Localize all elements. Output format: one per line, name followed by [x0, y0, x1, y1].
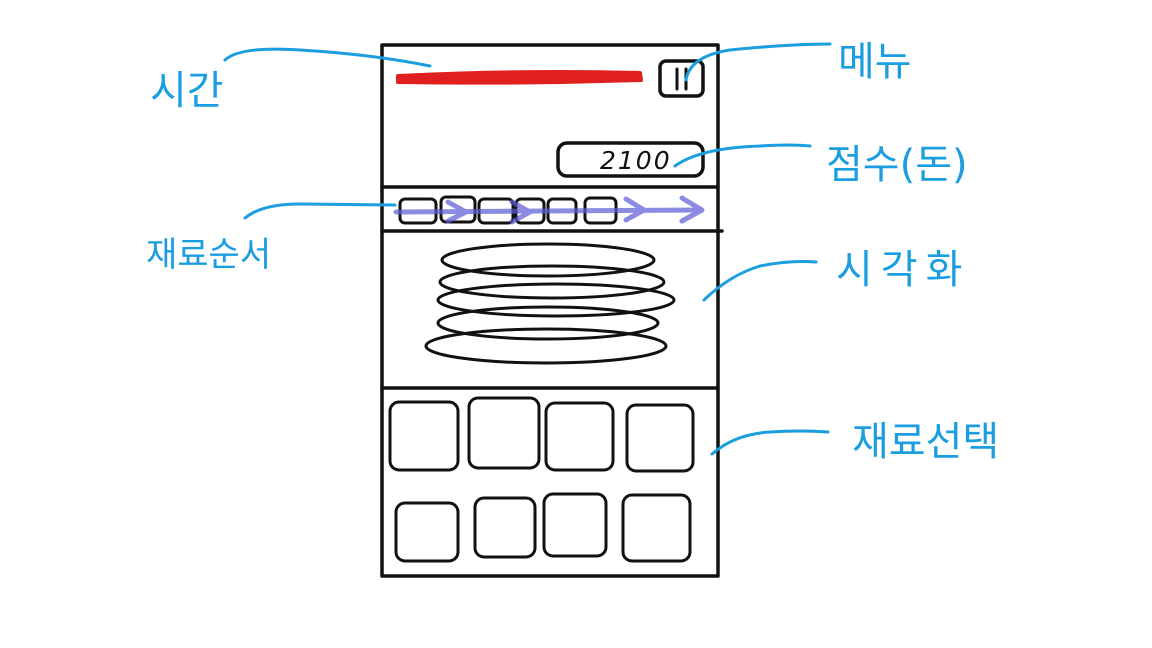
stack-visualization [424, 242, 676, 365]
connector-order [243, 202, 397, 220]
stack-layer [440, 242, 656, 278]
score-value: 2100 [600, 146, 672, 175]
annotation-connectors [223, 42, 832, 456]
stack-layer [438, 264, 666, 300]
ingredient-button[interactable] [394, 501, 460, 563]
ingredient-select-grid [388, 396, 695, 563]
label-time: 시간 [150, 68, 224, 114]
ingredient-button[interactable] [544, 401, 615, 472]
label-visualization: 시각화 [836, 247, 970, 293]
phone-wireframe: 2100 [380, 43, 724, 578]
phone-frame [380, 43, 720, 578]
connector-menu [684, 42, 832, 82]
ingredient-button[interactable] [542, 492, 608, 558]
connector-visual [702, 260, 818, 302]
connector-time [223, 47, 432, 68]
pause-menu-button[interactable] [658, 59, 705, 98]
ingredient-button[interactable] [621, 493, 692, 563]
label-ingredient-select: 재료선택 [852, 419, 999, 465]
label-score: 점수(돈) [826, 142, 968, 188]
stack-layer [424, 327, 668, 365]
ingredient-button[interactable] [625, 403, 695, 473]
ingredient-button[interactable] [388, 400, 460, 472]
ingredient-button[interactable] [467, 396, 541, 470]
stack-layer [436, 282, 676, 318]
connector-select [710, 429, 830, 456]
ingredient-order-bar [393, 195, 705, 225]
annotation-labels: 시간 메뉴 점수(돈) 재료순서 시각화 재료선택 [146, 39, 999, 465]
label-ingredient-order: 재료순서 [146, 235, 271, 275]
label-menu: 메뉴 [838, 39, 912, 85]
connector-score [673, 143, 812, 168]
ingredient-button[interactable] [473, 496, 537, 559]
order-direction-arrow [393, 195, 705, 225]
time-bar [396, 70, 643, 85]
stack-layer [436, 305, 660, 341]
score-box: 2100 [556, 141, 705, 178]
